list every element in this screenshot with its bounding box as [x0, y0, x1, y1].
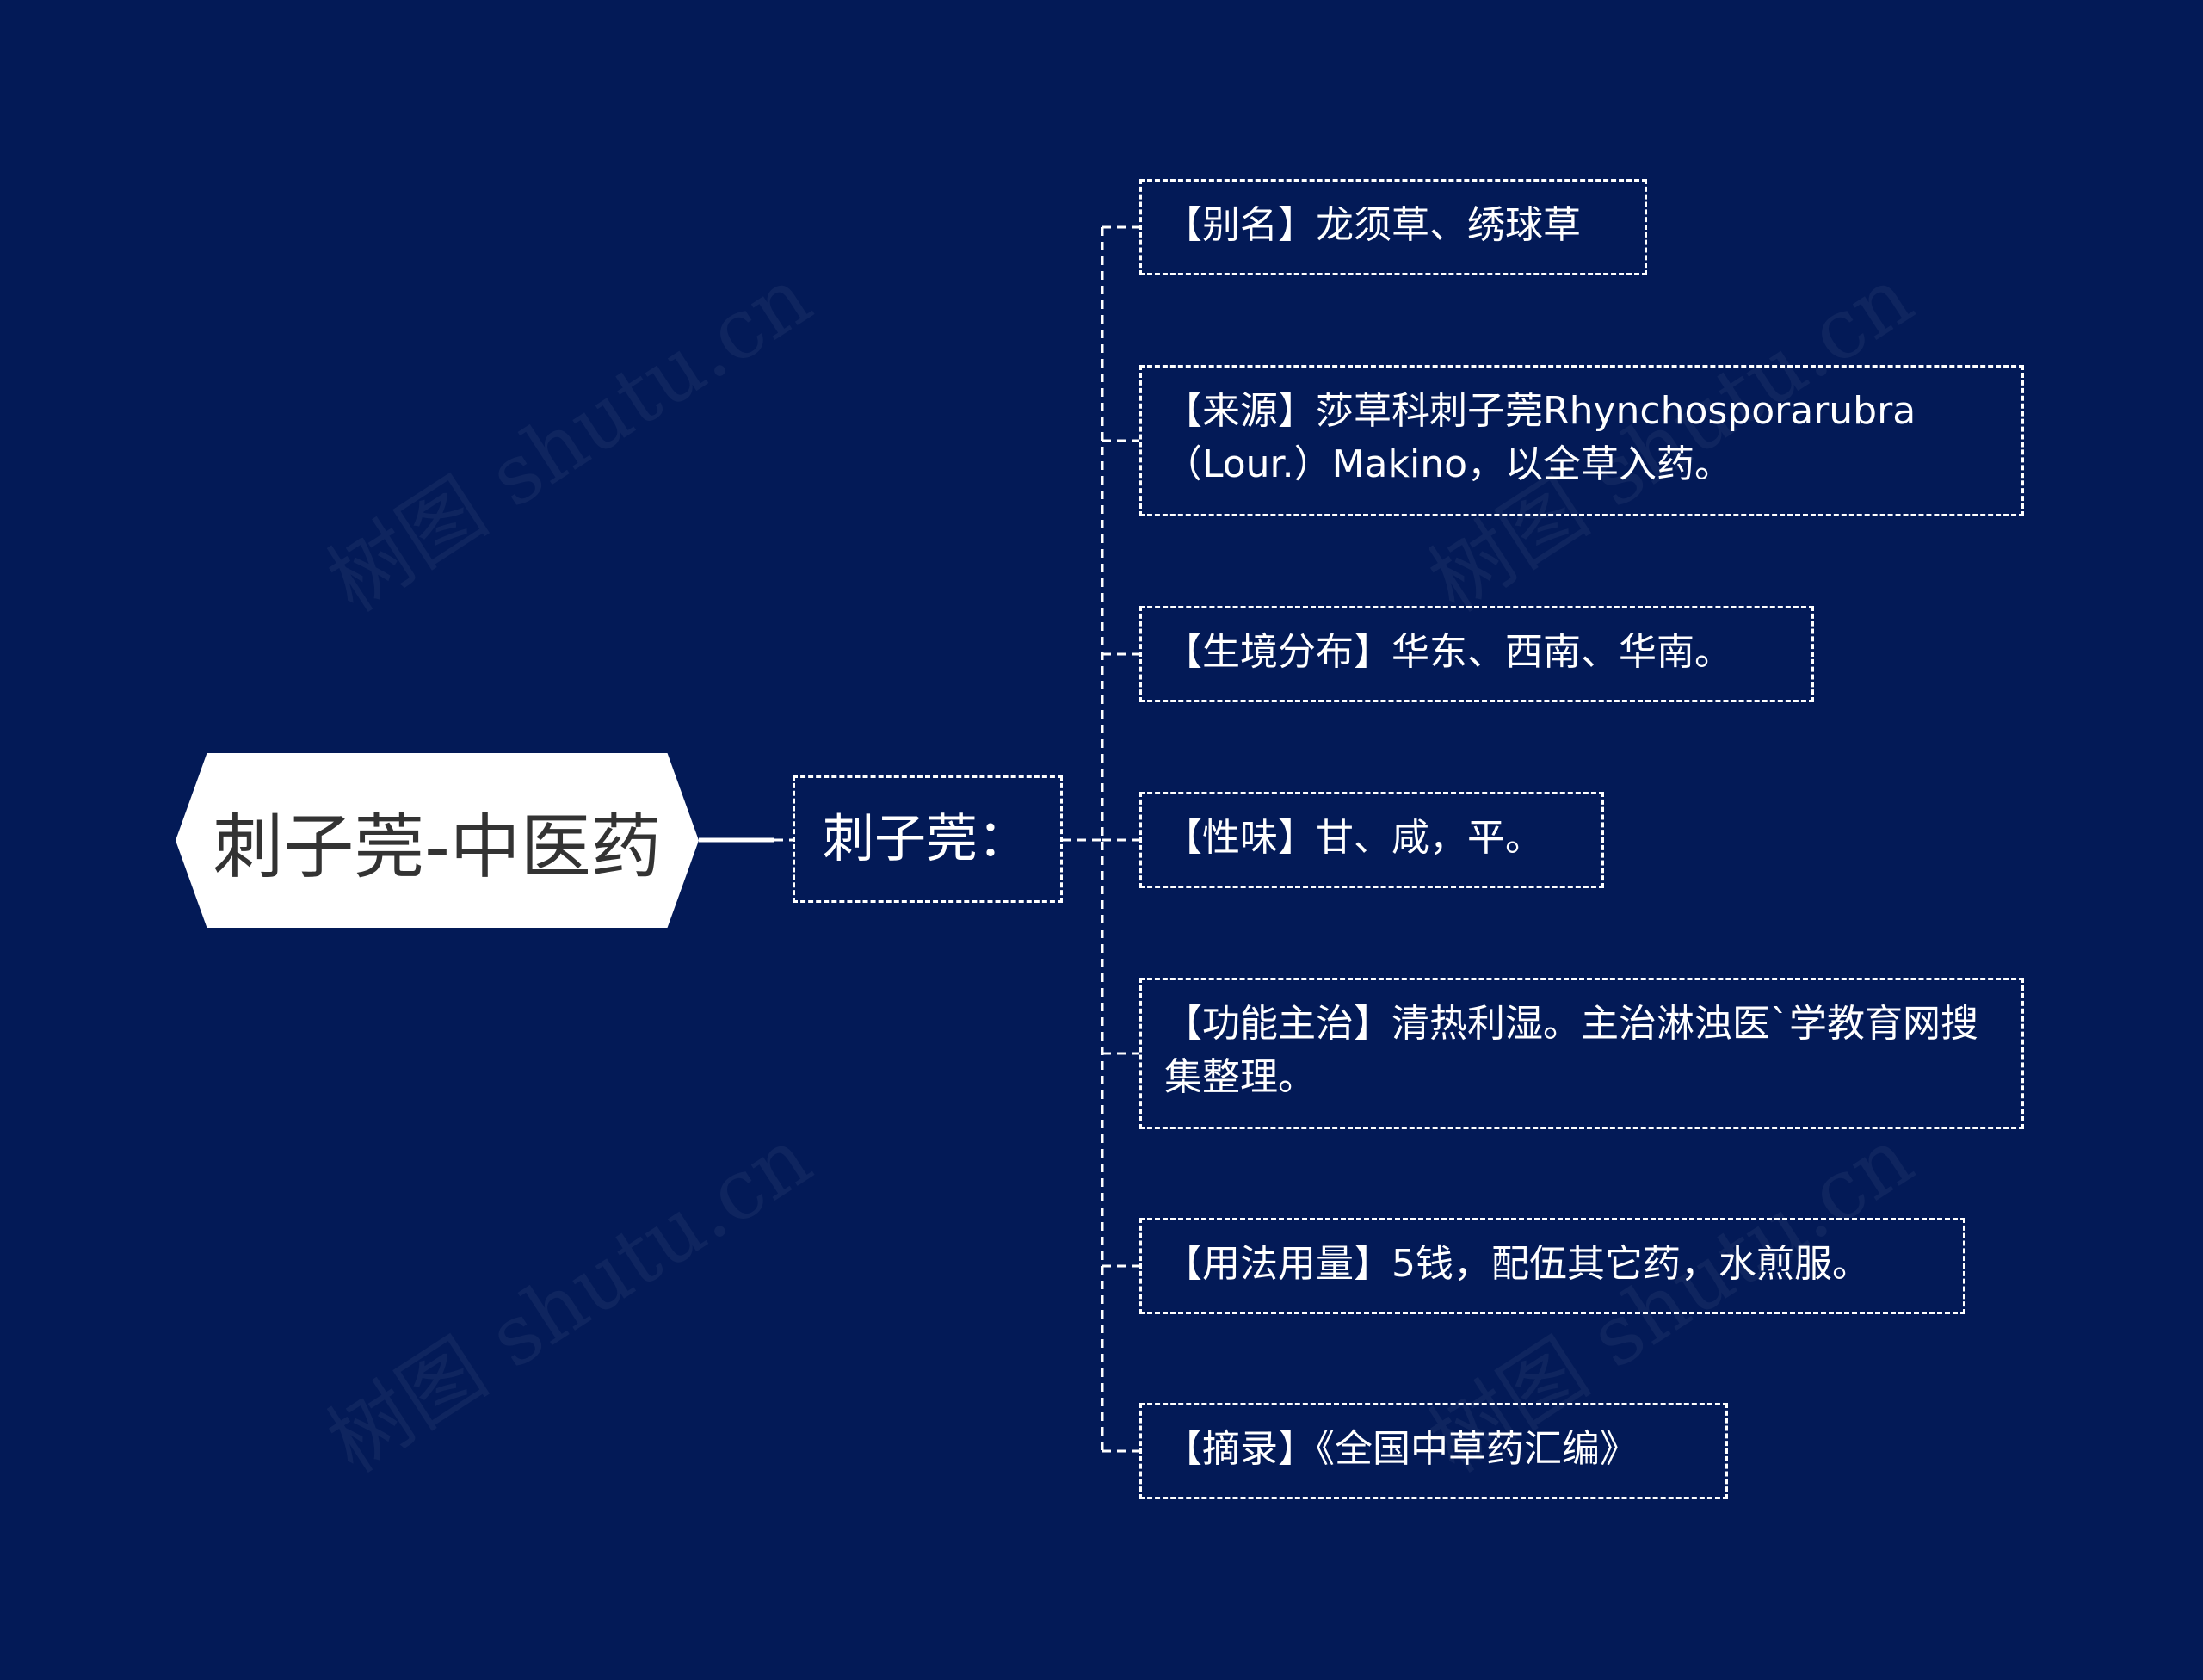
branch-node[interactable]: 刺子莞： [793, 775, 1063, 903]
leaf-node-alias[interactable]: 【别名】龙须草、绣球草 [1139, 179, 1647, 275]
leaf-text: 【功能主治】清热利湿。主治淋浊医`学教育网搜集整理。 [1164, 1002, 1978, 1099]
leaf-text: 【摘录】《全国中草药汇编》 [1164, 1427, 1638, 1471]
leaf-node-habitat[interactable]: 【生境分布】华东、西南、华南。 [1139, 606, 1814, 702]
leaf-text: 【来源】莎草科刺子莞Rhynchosporarubra（Lour.）Makino… [1164, 389, 1916, 486]
leaf-text: 【性味】甘、咸，平。 [1164, 816, 1543, 860]
leaf-node-reference[interactable]: 【摘录】《全国中草药汇编》 [1139, 1403, 1728, 1499]
leaf-text: 【用法用量】5钱，配伍其它药，水煎服。 [1164, 1242, 1870, 1286]
leaf-text: 【别名】龙须草、绣球草 [1164, 203, 1581, 247]
root-node[interactable]: 刺子莞-中医药 [176, 753, 699, 928]
leaf-node-source[interactable]: 【来源】莎草科刺子莞Rhynchosporarubra（Lour.）Makino… [1139, 365, 2024, 516]
leaf-text: 【生境分布】华东、西南、华南。 [1164, 630, 1732, 674]
root-label: 刺子莞-中医药 [213, 806, 662, 888]
leaf-node-taste[interactable]: 【性味】甘、咸，平。 [1139, 792, 1604, 888]
leaf-node-dosage[interactable]: 【用法用量】5钱，配伍其它药，水煎服。 [1139, 1218, 1965, 1314]
leaf-node-function[interactable]: 【功能主治】清热利湿。主治淋浊医`学教育网搜集整理。 [1139, 978, 2024, 1129]
branch-label: 刺子莞： [823, 809, 1029, 869]
